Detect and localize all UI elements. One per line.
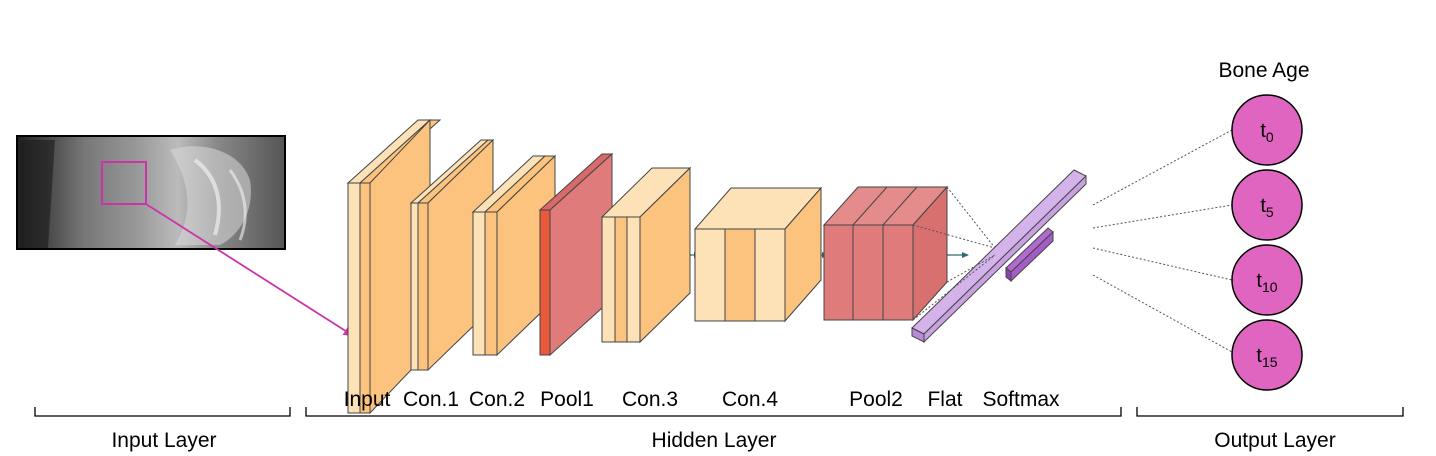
section-input-layer: Input Layer bbox=[111, 429, 216, 452]
section-hidden-layer: Hidden Layer bbox=[652, 429, 777, 452]
label-con3: Con.3 bbox=[622, 388, 678, 411]
layer-con3-volume bbox=[600, 166, 692, 344]
node-subscript: 15 bbox=[1262, 354, 1278, 370]
output-node: t15 bbox=[1231, 319, 1303, 391]
layer-flat-vector bbox=[911, 169, 1087, 344]
section-output-layer: Output Layer bbox=[1214, 429, 1335, 452]
svg-text:t5: t5 bbox=[1260, 195, 1274, 220]
node-subscript: 5 bbox=[1266, 204, 1274, 220]
layer-pool1-volume bbox=[538, 152, 614, 357]
node-subscript: 10 bbox=[1262, 279, 1278, 295]
output-title: Bone Age bbox=[1218, 59, 1309, 82]
label-softmax: Softmax bbox=[982, 388, 1060, 411]
node-label: t bbox=[1260, 120, 1266, 142]
node-label: t bbox=[1256, 345, 1262, 367]
svg-text:t15: t15 bbox=[1256, 345, 1277, 370]
layer-con4-volume bbox=[693, 186, 823, 323]
label-con2: Con.2 bbox=[469, 388, 525, 411]
svg-text:t0: t0 bbox=[1260, 120, 1274, 145]
label-flat: Flat bbox=[927, 388, 962, 411]
output-node: t10 bbox=[1231, 244, 1303, 316]
output-node: t0 bbox=[1231, 94, 1303, 166]
crop-to-input-arrow bbox=[145, 203, 354, 337]
svg-text:t10: t10 bbox=[1256, 270, 1277, 295]
label-con4: Con.4 bbox=[722, 388, 778, 411]
crop-region-box bbox=[101, 161, 147, 205]
label-con1: Con.1 bbox=[403, 388, 459, 411]
node-label: t bbox=[1260, 195, 1266, 217]
node-label: t bbox=[1256, 270, 1262, 292]
layer-pool2-volume bbox=[822, 185, 949, 322]
input-xray-image bbox=[16, 135, 286, 250]
label-input: Input bbox=[344, 388, 391, 411]
label-pool1: Pool1 bbox=[540, 388, 594, 411]
section-brackets bbox=[34, 407, 1404, 417]
node-subscript: 0 bbox=[1266, 129, 1274, 145]
layer-softmax-vector bbox=[1005, 227, 1054, 283]
label-pool2: Pool2 bbox=[849, 388, 903, 411]
projection-lines bbox=[912, 129, 1233, 353]
output-node: t5 bbox=[1231, 169, 1303, 241]
